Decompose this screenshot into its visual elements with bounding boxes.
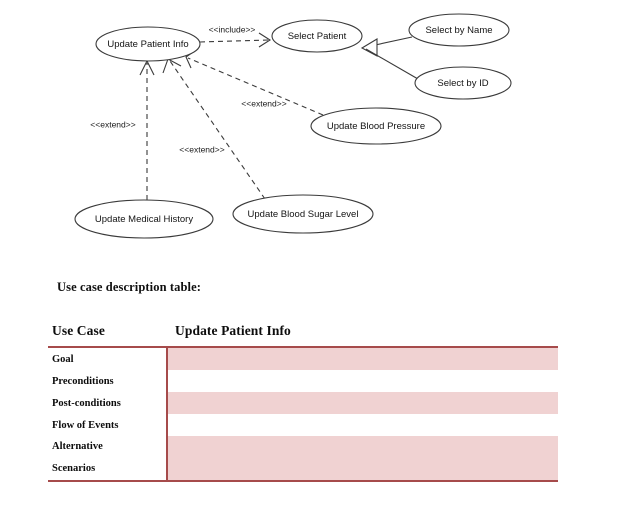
- use-case-ellipse: [310, 107, 442, 145]
- use-case-ellipse: [74, 199, 214, 239]
- use-case-ellipse: [408, 13, 510, 47]
- row-value-post-conditions[interactable]: [167, 392, 558, 414]
- relationship-generalization-select-by-name: [360, 36, 413, 57]
- row-value-goal[interactable]: [167, 347, 558, 370]
- use-case-ellipse: [271, 19, 363, 53]
- use-case-label: Select by ID: [437, 78, 488, 89]
- table-row: Flow of Events: [48, 414, 558, 436]
- use-case-update-medical-history[interactable]: Update Medical History: [74, 199, 214, 239]
- stereotype-extend-blood-pressure-label: <<extend>>: [241, 98, 286, 108]
- header-use-case-name: Update Patient Info: [167, 323, 558, 347]
- row-label-preconditions: Preconditions: [48, 370, 168, 392]
- relationship-extend-blood-sugar: [162, 58, 266, 200]
- use-case-update-patient-info[interactable]: Update Patient Info: [95, 26, 201, 62]
- use-case-label: Update Blood Pressure: [327, 121, 425, 132]
- use-case-label: Update Medical History: [95, 214, 193, 225]
- row-label-post-conditions: Post-conditions: [48, 392, 168, 414]
- use-case-label: Select by Name: [425, 25, 492, 36]
- use-case-diagram-canvas: <<include>> <<extend>> <<extend>> <<exte…: [74, 13, 512, 239]
- table-row: Goal: [48, 347, 558, 370]
- row-label-alternative-scenarios: Alternative Scenarios: [48, 436, 168, 481]
- row-value-preconditions[interactable]: [167, 370, 558, 392]
- stereotype-extend-blood-sugar-label: <<extend>>: [179, 144, 224, 154]
- row-label-line-1: Alternative: [52, 441, 103, 452]
- use-case-select-patient[interactable]: Select Patient: [271, 19, 363, 53]
- table-header-row: Use Case Update Patient Info: [48, 323, 558, 347]
- table-caption: Use case description table:: [57, 280, 201, 294]
- relationship-extend-medical-history: [139, 59, 155, 200]
- use-case-description-table: Use Case Update Patient Info Goal Precon…: [48, 323, 558, 482]
- stereotype-include-label: <<include>>: [209, 24, 256, 34]
- use-case-update-blood-sugar-level[interactable]: Update Blood Sugar Level: [232, 194, 374, 234]
- row-label-goal: Goal: [48, 347, 168, 370]
- use-case-ellipse: [414, 66, 512, 100]
- table-row: Preconditions: [48, 370, 558, 392]
- stereotype-extend-medical-history-label: <<extend>>: [90, 119, 135, 129]
- table-row: Post-conditions: [48, 392, 558, 414]
- use-case-select-by-name[interactable]: Select by Name: [408, 13, 510, 47]
- row-label-line-2: Scenarios: [52, 463, 96, 474]
- use-case-label: Select Patient: [288, 31, 347, 42]
- use-case-update-blood-pressure[interactable]: Update Blood Pressure: [310, 107, 442, 145]
- use-case-select-by-id[interactable]: Select by ID: [414, 66, 512, 100]
- header-use-case: Use Case: [48, 323, 167, 347]
- use-case-ellipse: [232, 194, 374, 234]
- row-value-flow-of-events[interactable]: [167, 414, 558, 436]
- table-row: Alternative Scenarios: [48, 436, 558, 481]
- use-case-label: Update Blood Sugar Level: [248, 209, 359, 220]
- use-case-ellipse: [95, 26, 201, 62]
- relationship-generalization-select-by-id: [365, 48, 419, 80]
- row-label-flow-of-events: Flow of Events: [48, 414, 168, 436]
- use-case-diagram: <<include>> <<extend>> <<extend>> <<exte…: [74, 13, 512, 239]
- relationship-include-select-patient: [199, 32, 272, 48]
- row-value-alternative-scenarios[interactable]: [167, 436, 558, 481]
- use-case-label: Update Patient Info: [107, 39, 188, 50]
